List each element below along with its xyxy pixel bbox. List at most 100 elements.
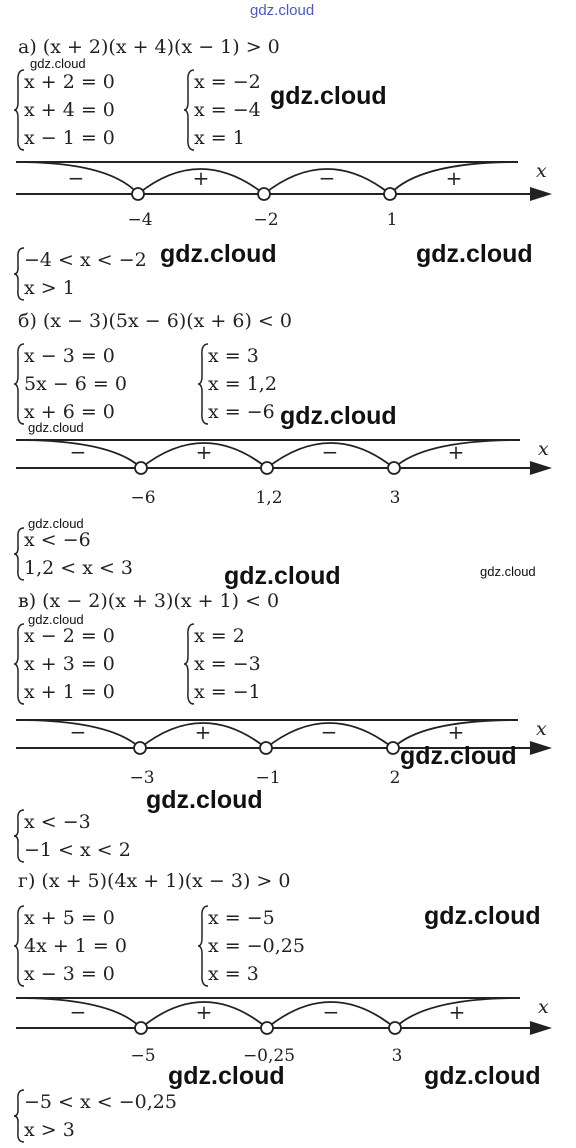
problem-d-header: г) (x + 5)(4x + 1)(x − 3) > 0 xyxy=(18,870,291,892)
equation: x − 3 = 0 xyxy=(24,963,115,985)
interval-sign: − xyxy=(320,720,338,744)
brace-icon xyxy=(14,623,25,705)
equation: x − 3 = 0 xyxy=(24,345,115,367)
tick-label: −2 xyxy=(253,210,279,230)
root: x = 1,2 xyxy=(208,373,277,395)
interval-sign: + xyxy=(447,440,465,464)
brace-icon xyxy=(198,343,209,425)
tick-label: 1,2 xyxy=(255,488,283,508)
number-line-c: − + − + x −3 −1 2 xyxy=(0,708,576,788)
watermark-small: gdz.cloud xyxy=(480,564,536,579)
interval-sign: + xyxy=(195,1000,213,1024)
watermark: gdz.cloud xyxy=(160,240,277,268)
number-line-b: − + − + x −6 1,2 3 xyxy=(0,428,576,508)
number-line-a: − + − + x −4 −2 1 xyxy=(0,150,576,230)
tick-label: 1 xyxy=(386,210,398,230)
answer-line: x < −6 xyxy=(24,529,91,551)
root: x = −1 xyxy=(194,681,261,703)
interval-sign: − xyxy=(69,720,87,744)
watermark-top: gdz.cloud xyxy=(250,2,315,19)
equation: 5x − 6 = 0 xyxy=(24,373,127,395)
interval-sign: − xyxy=(318,166,336,190)
equation: x + 4 = 0 xyxy=(24,99,115,121)
watermark: gdz.cloud xyxy=(280,402,397,430)
problem-c-header: в) (x − 2)(x + 3)(x + 1) < 0 xyxy=(18,590,280,612)
equation: x + 6 = 0 xyxy=(24,401,115,423)
root: x = −5 xyxy=(208,907,275,929)
tick-label: −3 xyxy=(129,768,155,788)
interval-sign: + xyxy=(448,1000,466,1024)
interval-sign: + xyxy=(192,166,210,190)
watermark: gdz.cloud xyxy=(424,1062,541,1090)
watermark: gdz.cloud xyxy=(416,240,533,268)
interval-sign: − xyxy=(69,1000,87,1024)
brace-icon xyxy=(198,905,209,987)
root: x = −4 xyxy=(194,99,261,121)
brace-icon xyxy=(184,623,195,705)
answer-line: −5 < x < −0,25 xyxy=(24,1091,177,1113)
watermark-small: gdz.cloud xyxy=(30,56,86,71)
interval-sign: − xyxy=(69,440,87,464)
brace-icon xyxy=(14,343,25,425)
brace-icon xyxy=(14,527,25,581)
tick-label: −1 xyxy=(255,768,281,788)
interval-sign: + xyxy=(447,720,465,744)
root: x = 1 xyxy=(194,127,245,149)
axis-label: x xyxy=(538,438,549,460)
brace-icon xyxy=(14,905,25,987)
tick-label: −6 xyxy=(130,488,156,508)
answer-line: x > 3 xyxy=(24,1119,75,1141)
tick-label: −0,25 xyxy=(242,1046,296,1066)
equation: x + 1 = 0 xyxy=(24,681,115,703)
tick-label: 3 xyxy=(389,488,401,508)
answer-line: x > 1 xyxy=(24,277,75,299)
root: x = 3 xyxy=(208,963,259,985)
watermark: gdz.cloud xyxy=(146,786,263,814)
root: x = 3 xyxy=(208,345,259,367)
number-line-d: − + − + x −5 −0,25 3 xyxy=(0,988,576,1068)
axis-label: x xyxy=(538,996,549,1018)
brace-icon xyxy=(14,1089,25,1143)
watermark: gdz.cloud xyxy=(270,82,387,110)
problem-b-header: б) (x − 3)(5x − 6)(x + 6) < 0 xyxy=(18,310,292,332)
answer-line: 1,2 < x < 3 xyxy=(24,557,134,579)
brace-icon xyxy=(14,69,25,151)
number-line-graphic xyxy=(15,439,552,475)
root: x = −0,25 xyxy=(208,935,305,957)
interval-sign: − xyxy=(322,1000,340,1024)
brace-icon xyxy=(184,69,195,151)
watermark: gdz.cloud xyxy=(424,902,541,930)
interval-sign: + xyxy=(194,720,212,744)
answer-line: −1 < x < 2 xyxy=(24,839,131,861)
tick-label: 2 xyxy=(389,768,401,788)
axis-label: x xyxy=(536,160,547,182)
watermark-small: gdz.cloud xyxy=(28,420,84,435)
tick-label: 3 xyxy=(391,1046,403,1066)
watermark: gdz.cloud xyxy=(400,742,517,770)
answer-line: x < −3 xyxy=(24,811,91,833)
watermark: gdz.cloud xyxy=(168,1062,285,1090)
watermark-small: gdz.cloud xyxy=(28,612,84,627)
answer-line: −4 < x < −2 xyxy=(24,249,147,271)
tick-label: −4 xyxy=(127,210,153,230)
root: x = −6 xyxy=(208,401,275,423)
interval-sign: + xyxy=(195,440,213,464)
watermark: gdz.cloud xyxy=(224,562,341,590)
brace-icon xyxy=(14,247,25,301)
equation: x − 2 = 0 xyxy=(24,625,115,647)
interval-sign: + xyxy=(445,166,463,190)
number-line-graphic xyxy=(15,161,552,201)
brace-icon xyxy=(14,809,25,863)
interval-sign: − xyxy=(321,440,339,464)
equation: x + 3 = 0 xyxy=(24,653,115,675)
root: x = −2 xyxy=(194,71,261,93)
axis-label: x xyxy=(536,718,547,740)
tick-label: −5 xyxy=(130,1046,156,1066)
root: x = −3 xyxy=(194,653,261,675)
equation: 4x + 1 = 0 xyxy=(24,935,127,957)
number-line-graphic xyxy=(15,997,552,1035)
equation: x + 2 = 0 xyxy=(24,71,115,93)
number-line-graphic xyxy=(15,719,552,755)
equation: x − 1 = 0 xyxy=(24,127,115,149)
root: x = 2 xyxy=(194,625,245,647)
